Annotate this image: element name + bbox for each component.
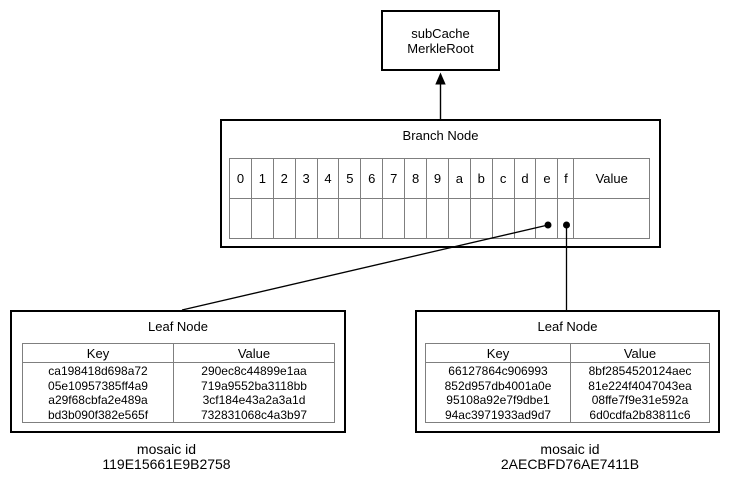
leaf-left-key-1: 05e10957385ff4a9 bbox=[48, 378, 148, 393]
leaf-right-key-cell: 66127864c906993 852d957db4001a0e 95108a9… bbox=[426, 363, 571, 422]
branch-header-cell-6: 6 bbox=[361, 159, 384, 198]
branch-header-cell-1: 1 bbox=[252, 159, 274, 198]
leaf-left-value-header: Value bbox=[237, 345, 271, 361]
leaf-left-table: Key Value ca198418d698a72 05e10957385ff4… bbox=[22, 343, 335, 423]
leaf-right-key-0: 66127864c906993 bbox=[448, 364, 548, 378]
branch-body-cell-5 bbox=[339, 199, 362, 238]
branch-body-cell-value bbox=[574, 199, 649, 238]
leaf-right-key-header: Key bbox=[426, 344, 571, 362]
leaf-left-key-cell: ca198418d698a72 05e10957385ff4a9 a29f68c… bbox=[23, 363, 174, 422]
leaf-right-key-2: 95108a92e7f9dbe1 bbox=[446, 393, 550, 407]
mosaic-id-left-value: 119E15661E9B2758 bbox=[102, 456, 231, 472]
branch-body-cell-d bbox=[515, 199, 537, 238]
mosaic-id-left-label: mosaic id bbox=[136, 441, 197, 457]
leaf-left-key-3: bd3b090f382e565f bbox=[47, 407, 149, 422]
branch-header-cell-d: d bbox=[515, 159, 537, 198]
mosaic-id-right-label: mosaic id bbox=[540, 441, 600, 457]
branch-body-cell-e bbox=[536, 199, 559, 238]
branch-header-cell-a: a bbox=[449, 159, 471, 198]
branch-header-cell-f: f bbox=[558, 159, 575, 198]
branch-body-cell-2 bbox=[274, 199, 296, 238]
leaf-left-title: Leaf Node bbox=[148, 319, 208, 334]
branch-body-cell-9 bbox=[427, 199, 449, 238]
branch-body-cell-3 bbox=[296, 199, 318, 238]
leaf-right-body: 66127864c906993 852d957db4001a0e 95108a9… bbox=[426, 363, 709, 422]
branch-body-cell-b bbox=[471, 199, 493, 238]
leaf-right-value-2: 08ffe7f9e31e592a bbox=[591, 393, 689, 407]
leaf-left-key-header: Key bbox=[23, 344, 174, 362]
branch-header-cell-b: b bbox=[471, 159, 493, 198]
root-node-label-line2: MerkleRoot bbox=[407, 40, 474, 56]
branch-node: Branch Node 0 1 2 3 4 5 6 7 8 9 a b c d … bbox=[220, 119, 661, 248]
leaf-right-table: Key Value 66127864c906993 852d957db4001a… bbox=[425, 343, 710, 423]
branch-node-title: Branch Node bbox=[402, 128, 479, 143]
branch-body-cell-4 bbox=[318, 199, 340, 238]
branch-body-row bbox=[230, 199, 649, 238]
leaf-right-value-3: 6d0cdfa2b83811c6 bbox=[589, 407, 691, 422]
leaf-right-value-cell: 8bf2854520124aec 81e224f4047043ea 08ffe7… bbox=[571, 363, 709, 422]
leaf-left-value-1: 719a9552ba3118bb bbox=[201, 378, 307, 393]
leaf-left-header-row: Key Value bbox=[23, 344, 334, 363]
branch-header-cell-0: 0 bbox=[230, 159, 252, 198]
leaf-left-value-3: 732831068c4a3b97 bbox=[200, 407, 308, 422]
leaf-left-value-cell: 290ec8c44899e1aa 719a9552ba3118bb 3cf184… bbox=[174, 363, 334, 422]
leaf-left-key-0: ca198418d698a72 bbox=[48, 364, 148, 378]
leaf-node-left: Leaf Node Key Value ca198418d698a72 05e1… bbox=[10, 310, 346, 433]
branch-header-cell-7: 7 bbox=[383, 159, 406, 198]
branch-header-cell-5: 5 bbox=[339, 159, 362, 198]
leaf-right-key-1: 852d957db4001a0e bbox=[444, 378, 552, 393]
branch-body-cell-f bbox=[558, 199, 575, 238]
branch-header-cell-c: c bbox=[493, 159, 515, 198]
leaf-node-right: Leaf Node Key Value 66127864c906993 852d… bbox=[415, 310, 720, 433]
leaf-left-key-2: a29f68cbfa2e489a bbox=[48, 393, 148, 407]
branch-table: 0 1 2 3 4 5 6 7 8 9 a b c d e f Value bbox=[229, 158, 650, 239]
branch-body-cell-c bbox=[493, 199, 515, 238]
leaf-left-value-0: 290ec8c44899e1aa bbox=[201, 364, 307, 378]
leaf-right-header-row: Key Value bbox=[426, 344, 709, 363]
branch-body-cell-6 bbox=[361, 199, 384, 238]
branch-header-cell-e: e bbox=[536, 159, 559, 198]
leaf-right-value-header: Value bbox=[623, 345, 657, 361]
arrowhead-up-icon bbox=[435, 72, 446, 85]
root-node-label-line1: subCache bbox=[411, 25, 470, 41]
branch-header-cell-3: 3 bbox=[296, 159, 318, 198]
branch-body-cell-a bbox=[449, 199, 471, 238]
mosaic-id-left: mosaic id 119E15661E9B2758 bbox=[0, 442, 333, 472]
branch-body-cell-8 bbox=[405, 199, 428, 238]
branch-header-cell-4: 4 bbox=[318, 159, 340, 198]
branch-body-cell-0 bbox=[230, 199, 252, 238]
mosaic-id-right: mosaic id 2AECBFD76AE7411B bbox=[420, 442, 720, 472]
branch-body-cell-1 bbox=[252, 199, 274, 238]
subcache-merkleroot-node: subCache MerkleRoot bbox=[381, 10, 500, 71]
leaf-right-value-1: 81e224f4047043ea bbox=[588, 378, 692, 393]
leaf-right-value-0: 8bf2854520124aec bbox=[588, 364, 692, 378]
branch-header-cell-8: 8 bbox=[405, 159, 428, 198]
branch-header-cell-2: 2 bbox=[274, 159, 296, 198]
leaf-right-key-3: 94ac3971933ad9d7 bbox=[444, 407, 552, 422]
leaf-right-title: Leaf Node bbox=[537, 319, 598, 334]
branch-body-cell-7 bbox=[383, 199, 406, 238]
leaf-left-value-2: 3cf184e43a2a3a1d bbox=[202, 393, 306, 407]
mosaic-id-right-value: 2AECBFD76AE7411B bbox=[500, 456, 640, 472]
leaf-left-body: ca198418d698a72 05e10957385ff4a9 a29f68c… bbox=[23, 363, 334, 422]
branch-header-row: 0 1 2 3 4 5 6 7 8 9 a b c d e f Value bbox=[230, 159, 649, 199]
branch-header-cell-9: 9 bbox=[427, 159, 449, 198]
branch-header-cell-value: Value bbox=[595, 171, 628, 186]
